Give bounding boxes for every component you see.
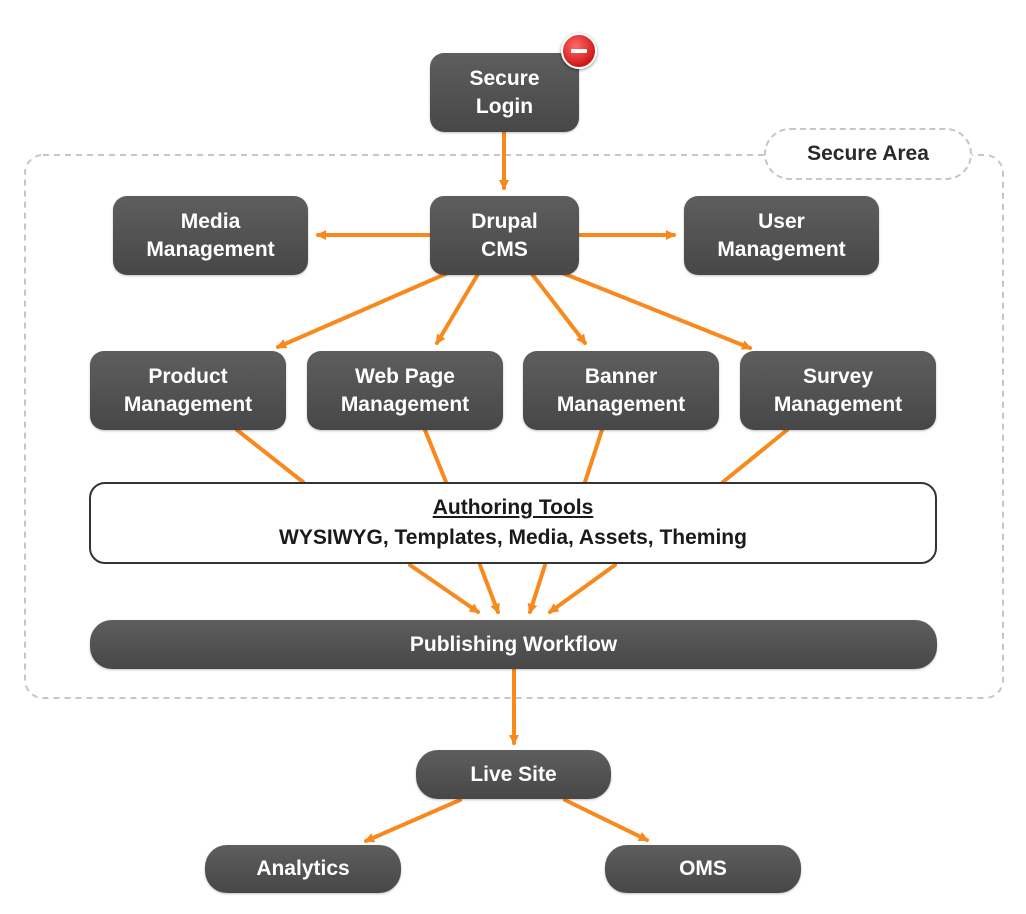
arrow-live-to-oms [563,798,649,842]
arrow-cms-to-survey [558,270,752,350]
analytics-label: Analytics [256,857,350,880]
secure-area-boundary [24,154,1004,699]
line-product-to-tools [235,428,305,484]
live-site-label: Live Site [470,762,557,786]
media-management-node[interactable]: Media Management [113,196,308,275]
web-page-management-node[interactable]: Web Page Management [307,351,503,430]
survey-management-node[interactable]: Survey Management [740,351,936,430]
drupal-cms-line-2: CMS [481,237,528,261]
secure-login-line-2: Login [475,94,534,118]
arrow-tools-to-publishing-1 [408,563,480,614]
publishing-workflow-label: Publishing Workflow [409,632,618,656]
arrow-live-to-analytics [364,798,462,843]
user-management-line-2: Management [717,237,846,261]
banner-management-node[interactable]: Banner Management [523,351,719,430]
arrow-tools-to-publishing-2 [478,563,500,614]
stop-minus-icon [561,33,597,69]
connector-lines [235,130,789,843]
web-page-management-line-1: Web Page [355,364,455,388]
live-site-node[interactable]: Live Site [416,750,611,799]
user-management-line-1: User [758,209,805,233]
arrow-tools-to-publishing-3 [527,563,547,614]
secure-login-node[interactable]: Secure Login [430,53,579,132]
media-management-line-2: Management [146,237,275,261]
analytics-node[interactable]: Analytics [205,845,401,893]
secure-area-label: Secure Area [764,128,972,180]
banner-management-line-1: Banner [584,364,658,388]
line-banner-to-tools [583,428,604,484]
product-management-node[interactable]: Product Management [90,351,286,430]
secure-login-line-1: Secure [469,66,540,90]
arrow-cms-to-product [276,270,452,349]
oms-label: OMS [679,857,727,880]
publishing-workflow-node[interactable]: Publishing Workflow [90,620,937,669]
user-management-node[interactable]: User Management [684,196,879,275]
survey-management-line-2: Management [773,392,903,416]
authoring-tools-subtitle: WYSIWYG, Templates, Media, Assets, Themi… [279,526,747,549]
authoring-tools-title: Authoring Tools [432,496,594,519]
product-management-line-1: Product [148,364,228,388]
web-page-management-line-2: Management [340,392,470,416]
product-management-line-2: Management [123,392,253,416]
drupal-cms-line-1: Drupal [471,209,538,233]
arrow-cms-to-webpage [435,272,480,345]
arrow-tools-to-publishing-4 [548,563,617,614]
survey-management-line-1: Survey [802,364,874,388]
banner-management-line-2: Management [556,392,686,416]
arrow-cms-to-banner [530,272,587,345]
line-survey-to-tools [721,428,789,484]
media-management-line-1: Media [180,209,241,233]
drupal-cms-node[interactable]: Drupal CMS [430,196,579,275]
oms-node[interactable]: OMS [605,845,801,893]
authoring-tools-box[interactable]: Authoring Tools WYSIWYG, Templates, Medi… [89,482,937,564]
line-webpage-to-tools [423,428,448,484]
